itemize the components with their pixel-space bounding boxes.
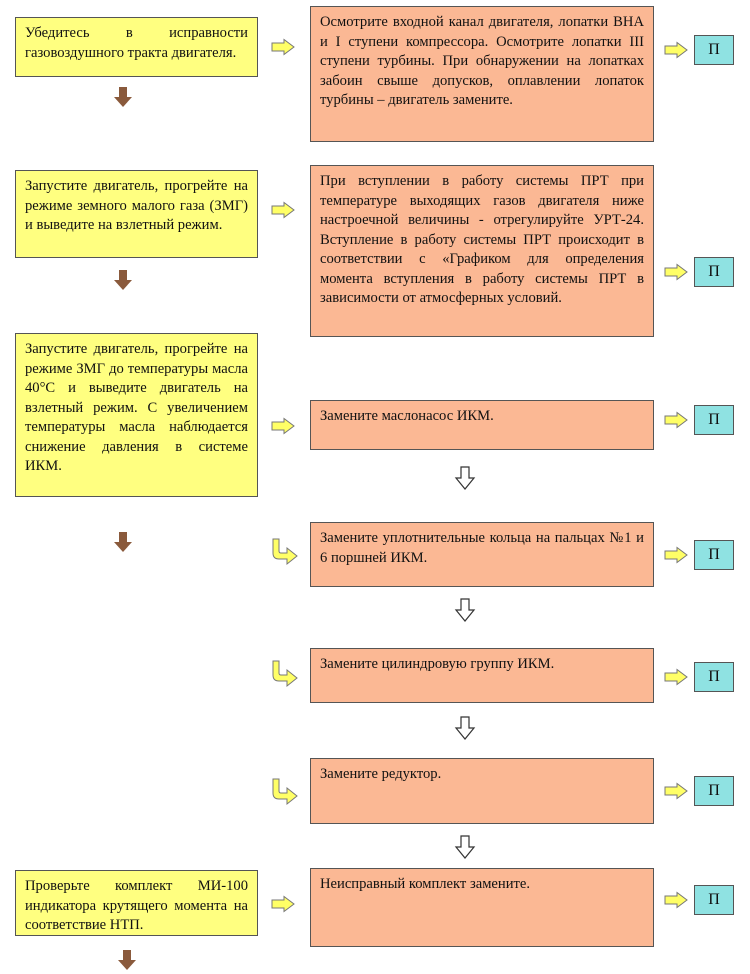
result-box-5: П: [694, 662, 734, 692]
result-box-4: П: [694, 540, 734, 570]
right-arrow-icon: [664, 411, 688, 429]
right-arrow-icon: [664, 782, 688, 800]
right-arrow-icon: [271, 38, 295, 56]
curved-arrow-icon: [272, 778, 298, 806]
right-arrow-icon: [664, 891, 688, 909]
action-box-4: Замените уплотнительные кольца на пальца…: [310, 522, 654, 587]
hollow-down-arrow-icon: [454, 835, 476, 859]
condition-box-1: Убедитесь в исправности газовоздушного т…: [15, 17, 258, 77]
right-arrow-icon: [271, 895, 295, 913]
curved-arrow-icon: [272, 538, 298, 566]
result-box-1: П: [694, 35, 734, 65]
condition-box-4: Проверьте комплект МИ-100 индикатора кру…: [15, 870, 258, 936]
action-box-3: Замените маслонасос ИКМ.: [310, 400, 654, 450]
right-arrow-icon: [664, 41, 688, 59]
down-arrow-icon: [114, 270, 132, 290]
down-arrow-icon: [114, 87, 132, 107]
right-arrow-icon: [271, 201, 295, 219]
action-box-6: Замените редуктор.: [310, 758, 654, 824]
result-box-3: П: [694, 405, 734, 435]
condition-box-2: Запустите двигатель, прогрейте на режиме…: [15, 170, 258, 258]
right-arrow-icon: [664, 668, 688, 686]
action-box-1: Осмотрите входной канал двигателя, лопат…: [310, 6, 654, 142]
right-arrow-icon: [664, 546, 688, 564]
result-box-6: П: [694, 776, 734, 806]
result-box-2: П: [694, 257, 734, 287]
action-box-2: При вступлении в работу системы ПРТ при …: [310, 165, 654, 337]
curved-arrow-icon: [272, 660, 298, 688]
result-box-7: П: [694, 885, 734, 915]
action-box-5: Замените цилиндровую группу ИКМ.: [310, 648, 654, 703]
down-arrow-icon: [118, 950, 136, 970]
hollow-down-arrow-icon: [454, 598, 476, 622]
down-arrow-icon: [114, 532, 132, 552]
right-arrow-icon: [271, 417, 295, 435]
condition-box-3: Запустите двигатель, прогрейте на режиме…: [15, 333, 258, 497]
right-arrow-icon: [664, 263, 688, 281]
hollow-down-arrow-icon: [454, 716, 476, 740]
action-box-7: Неисправный комплект замените.: [310, 868, 654, 947]
hollow-down-arrow-icon: [454, 466, 476, 490]
